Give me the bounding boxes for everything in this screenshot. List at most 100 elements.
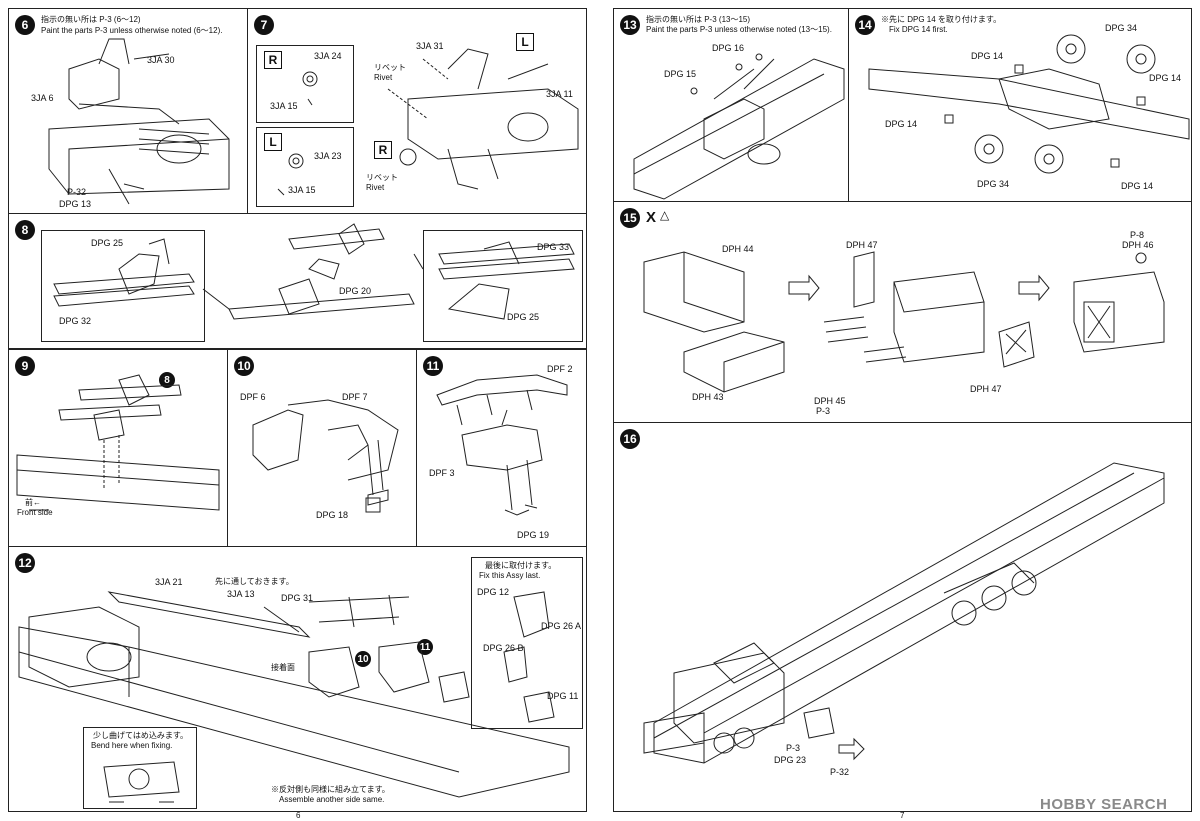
page-number-right: 7: [900, 811, 905, 820]
part-label: DPG 11: [547, 691, 579, 701]
part-label: 3JA 31: [416, 41, 444, 51]
step-9-badge: 9: [15, 356, 35, 376]
part-label: DPG 14: [885, 119, 918, 129]
part-label: DPG 26 A: [541, 621, 582, 631]
step-6-badge: 6: [15, 15, 35, 35]
rivet-label-ja-2: リベット: [366, 173, 398, 182]
right-tag-main: R: [374, 141, 392, 159]
last-fix-en: Fix this Assy last.: [479, 571, 541, 580]
front-side-en: Front side: [17, 508, 53, 517]
part-label: DPH 47: [970, 384, 1002, 394]
part-label: DPF 3: [429, 468, 455, 478]
part-label: DPG 14: [971, 51, 1004, 61]
part-label: DPH 43: [692, 392, 724, 402]
left-tag: L: [264, 133, 282, 151]
step-14-badge: 14: [855, 15, 875, 35]
step-7-badge: 7: [254, 15, 274, 35]
step-16-panel: 16 P-3 DPG 23 P-32: [613, 422, 1192, 812]
part-label: 3JA 15: [270, 101, 298, 111]
step-8-left-inset: [41, 230, 205, 342]
step-14-panel: 14 ※先に DPG 14 を取り付けます。 Fix DPG 14 first.…: [848, 8, 1192, 202]
part-label: DPH 45: [814, 396, 846, 406]
part-label: DPG 31: [281, 593, 314, 603]
part-label: DPG 33: [537, 242, 570, 252]
last-fix-inset: [471, 557, 583, 729]
step-15-badge: 15: [620, 208, 640, 228]
part-label: 3JA 21: [155, 577, 183, 587]
step-13-panel: 13 指示の無い所は P-3 (13〜15) Paint the parts P…: [613, 8, 849, 202]
last-fix-ja: 最後に取付けます。: [485, 561, 557, 570]
step-9-panel: 9 8 前← Front side: [8, 349, 228, 547]
part-label: DPF 2: [547, 364, 573, 374]
paint-ref: P-3: [786, 743, 801, 753]
part-label: DPG 19: [517, 530, 550, 540]
part-label: 3JA 15: [288, 185, 316, 195]
no-paint-x-mark: X: [646, 209, 657, 226]
step-12-drawing: [18, 591, 570, 803]
part-label: DPF 6: [240, 392, 266, 402]
part-label: DPG 18: [316, 510, 349, 520]
other-side-ja: ※反対側も同様に組み立てます。: [271, 785, 390, 794]
pre-insert-note: 先に通しておきます。: [215, 577, 294, 586]
step-14-note-en: Fix DPG 14 first.: [889, 25, 948, 34]
part-label: DPG 20: [339, 286, 372, 296]
part-label: DPG 25: [91, 238, 124, 248]
step-11-badge: 11: [423, 356, 443, 376]
step-13-drawing: [633, 53, 845, 200]
part-label: DPG 32: [59, 316, 92, 326]
step-10-drawing: [252, 399, 399, 513]
part-label: DPH 46: [1122, 240, 1154, 250]
watermark-brand: HOBBY SEARCH: [1040, 796, 1168, 813]
bend-note-ja: 少し曲げてはめ込みます。: [93, 731, 189, 740]
left-tag-main: L: [516, 33, 534, 51]
rivet-label-en-2: Rivet: [366, 183, 385, 192]
paint-ref: P-3: [816, 406, 831, 416]
part-label: DPG 14: [1121, 181, 1154, 191]
front-side-ja: 前←: [25, 498, 41, 507]
step-6-note-en: Paint the parts P-3 unless otherwise not…: [41, 26, 223, 35]
paint-ref: P-8: [1130, 230, 1145, 240]
watermark-logo: HOBBY SEARCH: [1040, 796, 1167, 813]
part-label: DPH 44: [722, 244, 754, 254]
bend-inset: [83, 727, 197, 809]
step-8-panel: 8 DPG 25 DPG 32 DPG 20 DPG 33 DPG 25: [8, 213, 587, 349]
part-label: DPG 12: [477, 587, 510, 597]
step-7-drawing: [277, 48, 579, 196]
part-label: 3JA 6: [31, 93, 54, 103]
step-7-left-inset: [256, 127, 354, 207]
step-16-drawing: [643, 462, 1165, 764]
step-12-ref-10: 10: [355, 651, 371, 667]
part-label: DPG 23: [774, 755, 807, 765]
part-label: DPG 14: [1149, 73, 1182, 83]
step-13-note-ja: 指示の無い所は P-3 (13〜15): [646, 15, 751, 24]
part-label: DPG 25: [507, 312, 540, 322]
step-8-badge: 8: [15, 220, 35, 240]
paint-ref: P-32: [830, 767, 850, 777]
part-label: 3JA 13: [227, 589, 255, 599]
rivet-label-ja: リベット: [374, 63, 406, 72]
step-13-badge: 13: [620, 15, 640, 35]
part-label: 3JA 24: [314, 51, 342, 61]
step-9-drawing: [16, 374, 220, 511]
step-10-panel: 10 DPF 6 DPF 7 DPG 18: [227, 349, 417, 547]
step-6-note-ja: 指示の無い所は P-3 (6〜12): [41, 15, 141, 24]
part-label: DPG 16: [712, 43, 745, 53]
part-label: 3JA 30: [147, 55, 175, 65]
part-label: DPH 47: [846, 240, 878, 250]
step-15-panel: 15 X △ DPH 44 DPH 43 DPH 47 DPH 45 P-3 D…: [613, 201, 1192, 423]
warning-triangle-icon: △: [660, 208, 670, 222]
step-14-note-ja: ※先に DPG 14 を取り付けます。: [881, 15, 1002, 24]
step-11-drawing: [436, 374, 568, 516]
contact-surface-note: 接着面: [271, 663, 295, 672]
step-14-drawing: [868, 34, 1190, 174]
rivet-label-en: Rivet: [374, 73, 393, 82]
right-tag: R: [264, 51, 282, 69]
part-label: DPG 13: [59, 199, 92, 209]
other-side-en: Assemble another side same.: [279, 795, 385, 804]
step-8-drawing: [53, 223, 575, 320]
part-label: DPF 7: [342, 392, 368, 402]
step-11-panel: 11 DPF 2 DPF 3 DPG 19: [416, 349, 587, 547]
step-7-panel: 7 R 3JA 24 3JA 15 L 3JA 23 3JA 15 3JA 31…: [247, 8, 587, 214]
step-16-badge: 16: [620, 429, 640, 449]
part-label: DPG 34: [1105, 23, 1138, 33]
